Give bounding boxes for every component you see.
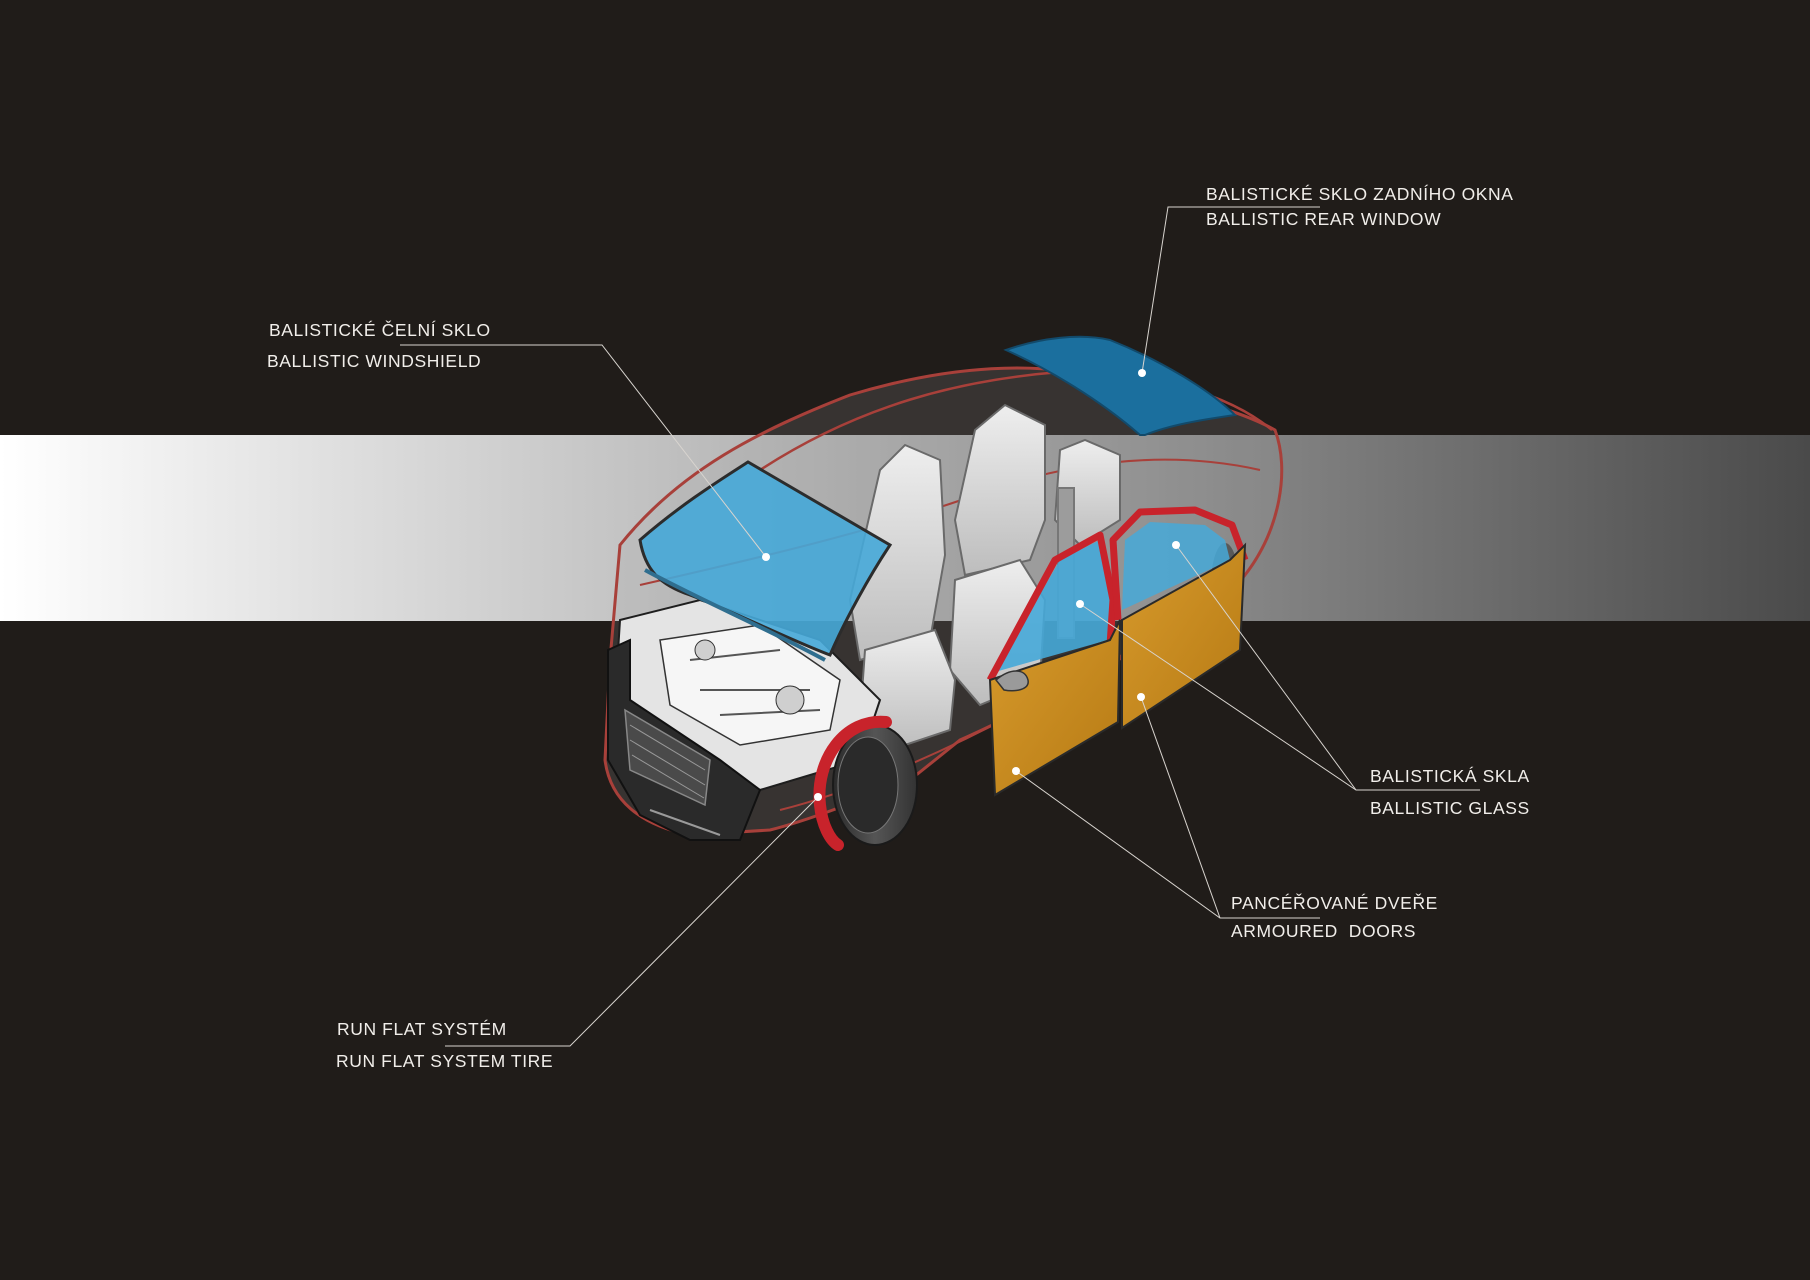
callout-run-flat: RUN FLAT SYSTÉM RUN FLAT SYSTEM TIRE [336, 793, 822, 1071]
run-flat-label-cz: RUN FLAT SYSTÉM [337, 1019, 507, 1039]
run-flat-label-en: RUN FLAT SYSTEM TIRE [336, 1051, 553, 1071]
callout-glass: BALISTICKÁ SKLA BALLISTIC GLASS [1076, 541, 1530, 818]
rear-door-glass [1122, 522, 1230, 610]
rear-window-glass [1003, 335, 1238, 436]
grille [624, 708, 711, 807]
callout-doors: PANCÉŘOVANÉ DVEŘE ARMOURED DOORS [1012, 693, 1438, 941]
rear-window-label-cz: BALISTICKÉ SKLO ZADNÍHO OKNA [1206, 184, 1514, 204]
doors-label-cz: PANCÉŘOVANÉ DVEŘE [1231, 893, 1438, 913]
glass-label-en: BALLISTIC GLASS [1370, 798, 1530, 818]
front-bumper [607, 638, 762, 841]
doors-label-en: ARMOURED DOORS [1231, 921, 1416, 941]
rear-door-panel [1121, 542, 1247, 730]
front-door-seal [986, 531, 1117, 682]
windshield-label-en: BALLISTIC WINDSHIELD [267, 351, 481, 371]
windshield-label-cz: BALISTICKÉ ČELNÍ SKLO [269, 319, 491, 340]
side-mirror [994, 670, 1029, 692]
callout-windshield: BALISTICKÉ ČELNÍ SKLO BALLISTIC WINDSHIE… [267, 319, 770, 561]
callout-rear-window: BALISTICKÉ SKLO ZADNÍHO OKNA BALLISTIC R… [1138, 184, 1514, 377]
windshield-frame [644, 568, 826, 662]
car-illustration [603, 335, 1284, 851]
front-door-panel [988, 619, 1121, 797]
front-tire [813, 715, 918, 851]
rear-door-seal [1109, 506, 1249, 621]
glass-label-cz: BALISTICKÁ SKLA [1370, 766, 1530, 786]
front-door-glass [995, 540, 1110, 672]
rear-window-label-en: BALLISTIC REAR WINDOW [1206, 209, 1441, 229]
